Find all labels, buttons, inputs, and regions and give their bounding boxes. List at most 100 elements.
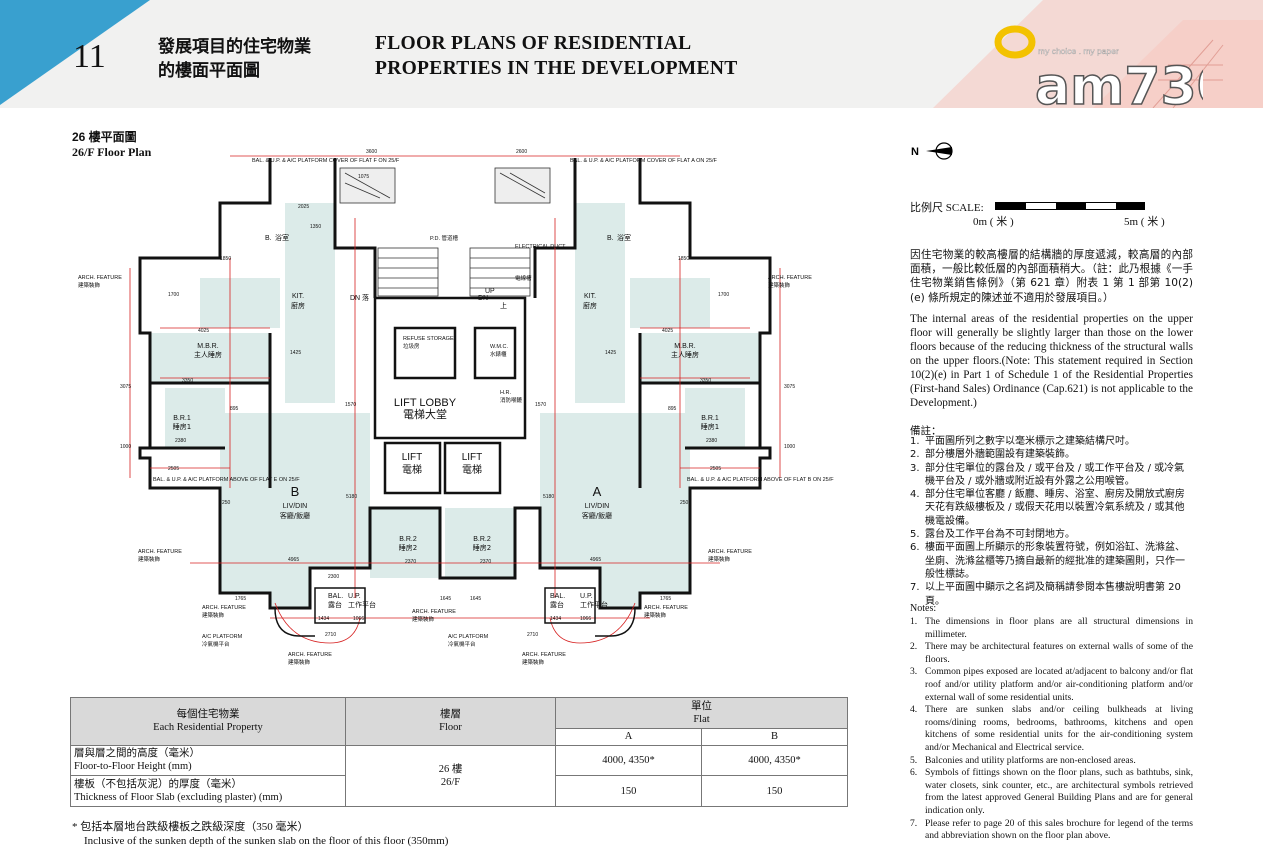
dim-label: 2710 xyxy=(325,632,336,638)
table-row-height-label: 層與層之間的高度（毫米） Floor-to-Floor Height (mm) xyxy=(70,744,346,777)
label-arch-9: ARCH. FEATURE xyxy=(522,652,566,658)
plan-room-fills xyxy=(150,203,760,608)
label-up-a: U.P. xyxy=(580,593,593,600)
label-br1-a: B.R.1 xyxy=(701,415,719,422)
label-livdin-b-zh: 客廳/飯廳 xyxy=(280,511,310,520)
dim-label: 2600 xyxy=(516,149,527,155)
label-bath-a-zh: 浴室 xyxy=(617,233,631,242)
title-en-line2: PROPERTIES IN THE DEVELOPMENT xyxy=(375,58,738,79)
label-arch-7: ARCH. FEATURE xyxy=(412,609,456,615)
label-dn-left-zh: 落 xyxy=(362,293,369,302)
scale-zero-label: 0m ( 米 ) xyxy=(973,216,1014,228)
label-bath-a: B. xyxy=(607,235,614,242)
floor-height-table: 每個住宅物業 Each Residential Property 樓層 Floo… xyxy=(70,697,848,808)
dim-label: 1765 xyxy=(235,596,246,602)
scale-bar xyxy=(995,202,1145,210)
label-flat-b: B xyxy=(291,484,300,499)
label-wmc-zh: 水錶櫃 xyxy=(490,350,507,358)
label-arch-2: ARCH. FEATURE xyxy=(768,275,812,281)
label-bal-a: BAL. xyxy=(550,593,565,600)
logo-wordmark: am730 xyxy=(1035,57,1203,108)
label-upstair: UP xyxy=(485,288,495,295)
plan-dimension-labels: 3600 2600 1350 1075 2025 4025 4025 3350 … xyxy=(120,149,795,638)
label-br2-b-zh: 睡房2 xyxy=(399,543,417,552)
row1-zh: 層與層之間的高度（毫米） xyxy=(74,748,200,760)
label-mbr-b-zh: 主人睡房 xyxy=(194,350,222,359)
table-footnote: * 包括本層地台跌級樓板之跌級深度（350 毫米） Inclusive of t… xyxy=(72,820,448,848)
dim-label: 2370 xyxy=(405,559,416,565)
label-elec-zh: 電線槽 xyxy=(515,274,532,282)
table-cell-height-b: 4000, 4350* xyxy=(701,744,848,777)
label-arch-8: ARCH. FEATURE xyxy=(288,652,332,658)
label-ac-b-zh: 冷氣機平台 xyxy=(202,640,230,648)
label-arch-2-zh: 建築裝飾 xyxy=(768,281,791,289)
label-bal-flat-a: BAL. & U.P. & A/C PLATFORM COVER OF FLAT… xyxy=(570,158,718,164)
dim-label: 5180 xyxy=(346,494,357,500)
label-mbr-a: M.B.R. xyxy=(674,343,695,350)
note-zh: 7.以上平面圖中顯示之名詞及簡稱請參閱本售樓說明書第 20 頁。 xyxy=(910,582,1181,607)
dim-label: 4965 xyxy=(288,557,299,563)
label-bal-flat-e: BAL. & U.P. & A/C PLATFORM ABOVE OF FLAT… xyxy=(153,477,300,483)
th-property-zh: 每個住宅物業 xyxy=(176,709,240,721)
label-kit-b: KIT. xyxy=(292,293,304,300)
page-title-en: FLOOR PLANS OF RESIDENTIAL PROPERTIES IN… xyxy=(375,31,738,81)
dim-label: 1066 xyxy=(580,616,591,622)
note-en: 2.There may be architectural features on… xyxy=(910,641,1193,665)
table-floor-cell: 26 樓 26/F xyxy=(345,744,556,808)
dim-label: 1765 xyxy=(660,596,671,602)
label-arch-1-zh: 建築裝飾 xyxy=(78,281,101,289)
label-bath-b: B. xyxy=(265,235,272,242)
svg-text:N: N xyxy=(911,146,919,158)
scale-five-label: 5m ( 米 ) xyxy=(1124,216,1165,228)
dim-label: 2380 xyxy=(175,438,186,444)
label-livdin-b: LIV/DIN xyxy=(283,503,308,510)
dim-label: 1700 xyxy=(718,292,729,298)
th-floor-en: Floor xyxy=(439,722,462,734)
label-arch-9-zh: 建築裝飾 xyxy=(522,658,545,666)
north-arrow-icon: N xyxy=(911,142,953,160)
label-arch-7-zh: 建築裝飾 xyxy=(412,615,435,623)
label-upstair-zh: 上 xyxy=(500,301,507,310)
note-en: 7.Please refer to page 20 of this sales … xyxy=(910,817,1193,842)
intro-zh: 因住宅物業的較高樓層的結構牆的厚度遞減，較高層的內部面積，一般比較低層的內部面積… xyxy=(910,249,1193,304)
dim-label: 1850 xyxy=(678,256,689,262)
dim-label: 3600 xyxy=(366,149,377,155)
label-livdin-a: LIV/DIN xyxy=(585,503,610,510)
note-zh: 6.樓面平面圖上所顯示的形象裝置符號，例如浴缸、洗滌盆、坐廁、洗滌盆櫃等乃摘自最… xyxy=(910,542,1185,580)
th-flat-en: Flat xyxy=(693,713,710,725)
plan-walls xyxy=(373,296,527,495)
note-en: 5.Balconies and utility platforms are no… xyxy=(910,754,1136,766)
label-mbr-b: M.B.R. xyxy=(197,343,218,350)
label-up-b-zh: 工作平台 xyxy=(348,600,376,609)
label-kit-a-zh: 廚房 xyxy=(583,301,597,310)
note-en: 3.Common pipes exposed are located at/ad… xyxy=(910,666,1193,703)
label-arch-5-zh: 建築裝飾 xyxy=(202,611,225,619)
label-up-a-zh: 工作平台 xyxy=(580,600,608,609)
table-row-slab-label: 樓板（不包括灰泥）的厚度（毫米） Thickness of Floor Slab… xyxy=(70,775,346,807)
row1-en: Floor-to-Floor Height (mm) xyxy=(74,761,192,773)
label-arch-3-zh: 建築裝飾 xyxy=(138,555,161,563)
label-kit-b-zh: 廚房 xyxy=(291,301,305,310)
intro-en: The internal areas of the residential pr… xyxy=(910,313,1193,409)
plan-dimension-lines xyxy=(129,155,781,644)
label-br1-b: B.R.1 xyxy=(173,415,191,422)
dim-label: 3075 xyxy=(120,384,131,390)
label-br2-b: B.R.2 xyxy=(399,536,417,543)
label-bal-a-zh: 露台 xyxy=(550,600,564,609)
label-br2-a-zh: 睡房2 xyxy=(473,543,491,552)
label-kit-a: KIT. xyxy=(584,293,596,300)
dim-label: 1350 xyxy=(310,224,321,230)
dim-label: 1570 xyxy=(535,402,546,408)
plan-outer-walls xyxy=(138,158,772,610)
label-hr: H.R. xyxy=(500,390,511,396)
dim-label: 3075 xyxy=(784,384,795,390)
label-elec: ELECTRICAL DUCT xyxy=(515,244,566,250)
label-bal-flat-f: BAL. & U.P. & A/C PLATFORM COVER OF FLAT… xyxy=(252,158,400,164)
dim-label: 2505 xyxy=(710,466,721,472)
dim-label: 1000 xyxy=(120,444,131,450)
dim-label: 2025 xyxy=(298,204,309,210)
dim-label: 1000 xyxy=(784,444,795,450)
remarks-heading: 備註： xyxy=(910,425,942,437)
note-zh: 2.部分樓層外牆範圍設有建築裝飾。 xyxy=(910,449,1075,461)
dim-label: 1850 xyxy=(220,256,231,262)
